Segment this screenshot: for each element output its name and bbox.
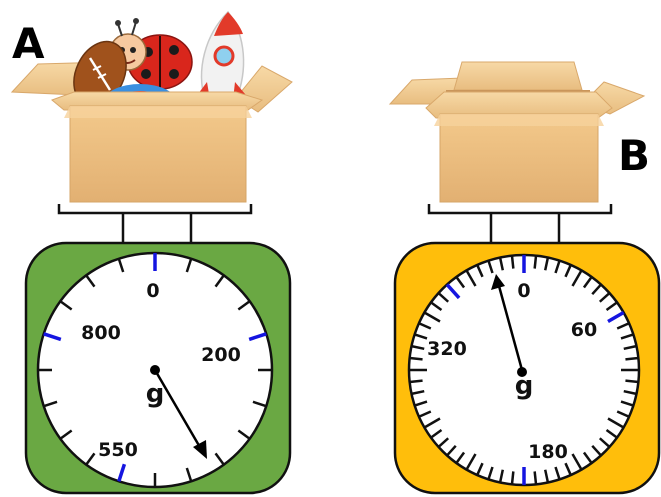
dial-b-tick (535, 256, 536, 269)
dial-b-label-0: 0 (517, 280, 530, 302)
dial-a-label-550: 550 (98, 439, 138, 461)
scale-b-label: B (618, 131, 650, 180)
scale-b-tray (429, 204, 611, 244)
dial-b-label-320: 320 (427, 338, 467, 360)
scale-a: A (12, 12, 292, 493)
dial-b-tick (512, 256, 513, 269)
dial-b-tick (512, 471, 513, 484)
dial-b-tick (625, 381, 638, 382)
dial-b-tick (410, 358, 423, 359)
dial-b-label-60: 60 (571, 319, 597, 341)
dial-a-label-0: 0 (146, 280, 159, 302)
dial-b-tick (410, 381, 423, 382)
scale-b: B 0 60 180 320 g (390, 62, 659, 493)
scale-a-label: A (12, 19, 45, 68)
scale-a-tray (59, 204, 251, 244)
dial-b-tick (625, 358, 638, 359)
dial-b-label-180: 180 (528, 441, 568, 463)
dial-b-tick (535, 471, 536, 484)
box-a (12, 12, 292, 202)
toy-rocket (192, 12, 250, 102)
dial-a-label-200: 200 (201, 344, 241, 366)
dial-a-label-800: 800 (81, 322, 121, 344)
box-b (390, 62, 644, 202)
